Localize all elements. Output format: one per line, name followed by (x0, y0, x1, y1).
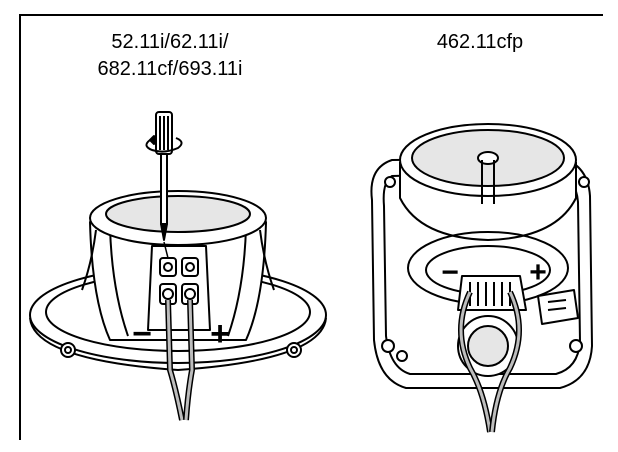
left-positive-sign: + (210, 315, 230, 353)
right-tweeter-dome (467, 325, 509, 367)
right-positive-sign: + (529, 256, 547, 289)
left-speaker (29, 111, 327, 421)
right-mount-hole-3 (569, 339, 583, 353)
left-speaker-cone (105, 195, 251, 233)
right-negative-sign: − (441, 256, 459, 289)
left-terminal-block (147, 245, 211, 331)
right-mount-hole-4 (578, 176, 590, 188)
rotate-arrow-icon (145, 135, 183, 153)
right-crossover-board (537, 289, 579, 325)
left-model-label: 52.11i/62.11i/ 682.11cf/693.11i (97, 31, 243, 80)
right-model-label: 462.11cfp (436, 31, 524, 53)
right-mount-hole-2 (381, 339, 395, 353)
right-speaker (370, 123, 593, 433)
left-terminal-screw-2 (181, 257, 199, 277)
figure-frame (19, 14, 603, 440)
left-terminal-screw-1 (159, 257, 177, 277)
left-negative-sign: − (132, 315, 152, 353)
screwdriver-icon (155, 111, 173, 241)
right-mount-hole-1 (384, 176, 396, 188)
